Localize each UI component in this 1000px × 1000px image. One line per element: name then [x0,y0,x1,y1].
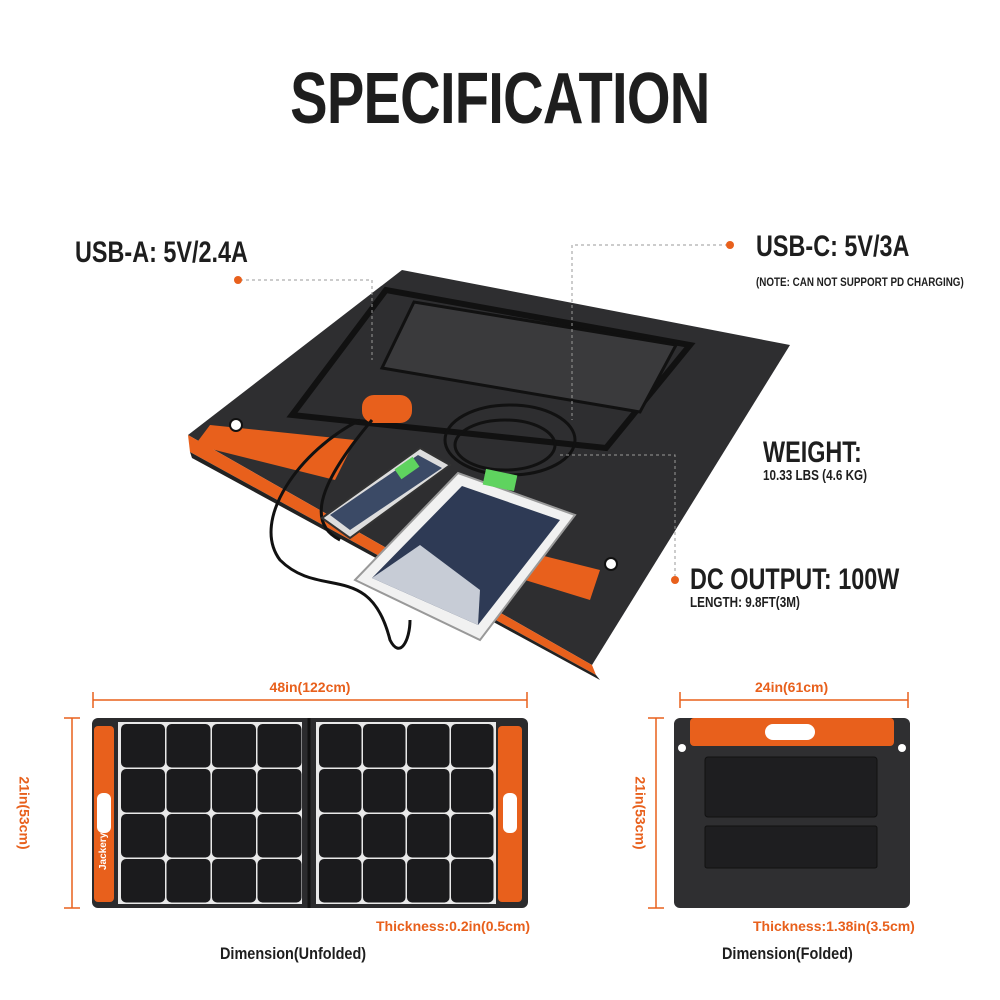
weight-value: 10.33 LBS (4.6 KG) [763,467,868,484]
solar-cell [407,769,450,813]
unfolded-width: 48in(122cm) [269,679,351,695]
solar-cell [451,769,494,813]
folded-caption: Dimension(Folded) [722,944,853,963]
solar-cell [319,724,362,768]
solar-cell [212,859,256,903]
solar-cell [121,814,165,858]
weight-label: WEIGHT: [763,436,862,469]
callout-lines [240,244,728,578]
solar-cell [212,814,256,858]
usb-c-label: USB-C: 5V/3A [756,230,910,263]
solar-cell [257,814,302,858]
usb-port-box [362,395,412,423]
unfolded-height: 21in(53cm) [16,776,33,850]
solar-cell [319,814,362,858]
solar-cell [121,724,165,768]
dc-output-label: DC OUTPUT: 100W [690,563,900,596]
folded-dimension-lines [648,692,909,909]
solar-cell [319,769,362,813]
solar-cell [407,859,450,903]
solar-cell [212,724,256,768]
solar-cell [363,814,406,858]
usb-a-label: USB-A: 5V/2.4A [75,236,248,269]
solar-cell [257,859,302,903]
solar-cell [166,724,211,768]
usb-c-note: (NOTE: CAN NOT SUPPORT PD CHARGING) [756,275,964,289]
solar-cell [451,859,494,903]
folded-width: 24in(61cm) [755,679,829,695]
folded-thickness: Thickness:1.38in(3.5cm) [753,918,915,934]
solar-cell [257,724,302,768]
dc-length: LENGTH: 9.8FT(3M) [690,594,800,611]
solar-cell [363,859,406,903]
solar-cell [407,814,450,858]
solar-cell [407,724,450,768]
unfolded-caption: Dimension(Unfolded) [220,944,367,963]
solar-cell [257,769,302,813]
page-title: SPECIFICATION [290,59,710,139]
brand-logo: Jackery [98,832,109,870]
folded-panel [674,718,910,908]
solar-cell [121,859,165,903]
solar-cell [166,814,211,858]
solar-cell [319,859,362,903]
solar-cell [451,814,494,858]
solar-cell [363,724,406,768]
solar-cell [121,769,165,813]
solar-cell [363,769,406,813]
folded-height: 21in(53cm) [632,776,649,850]
solar-cell [212,769,256,813]
solar-cell [166,769,211,813]
solar-cell [166,859,211,903]
unfolded-thickness: Thickness:0.2in(0.5cm) [376,918,531,934]
unfolded-dimension-lines [64,692,528,909]
solar-cell [451,724,494,768]
